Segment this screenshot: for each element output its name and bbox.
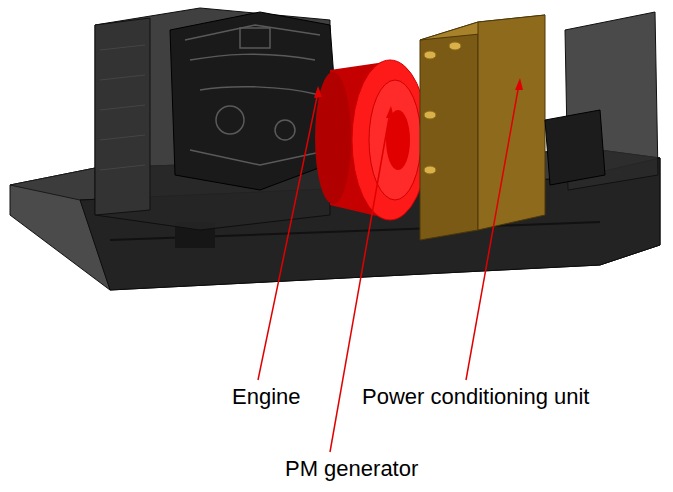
generator-back — [315, 72, 351, 204]
generator-rim — [369, 80, 421, 200]
engine-details — [185, 25, 330, 165]
generator-face — [352, 60, 428, 220]
leader-arrowhead — [314, 86, 322, 98]
radiator — [95, 18, 150, 215]
part-label: Engine — [232, 384, 301, 409]
control-box — [545, 110, 605, 185]
pcu-side — [420, 22, 478, 240]
leader-arrowhead — [386, 106, 394, 118]
radiator-fins — [100, 45, 145, 170]
leader-line — [258, 92, 318, 380]
part-label: Power conditioning unit — [362, 384, 589, 409]
generator-hub — [386, 110, 410, 170]
leader-arrowhead — [515, 78, 523, 90]
pcu-terminals — [424, 42, 461, 174]
engine-block — [170, 12, 340, 190]
part-label: PM generator — [285, 456, 418, 481]
leader-line — [466, 84, 519, 380]
